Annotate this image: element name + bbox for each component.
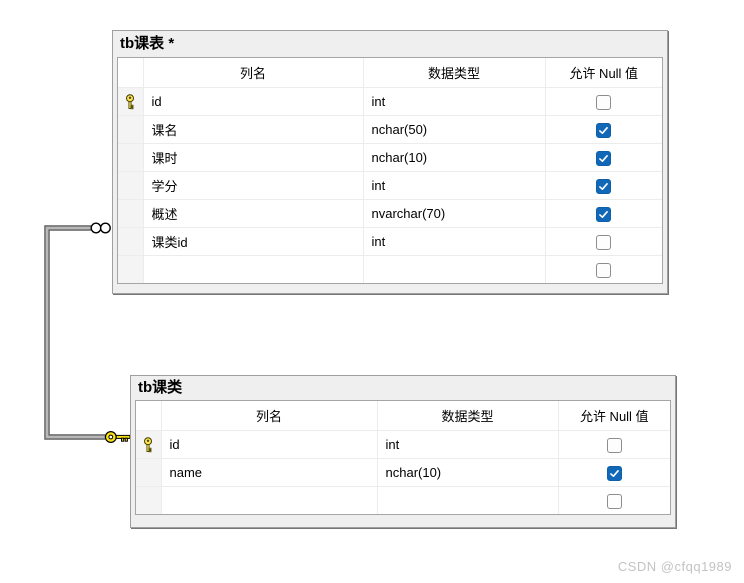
data-type-cell[interactable]: nchar(10) — [362, 143, 546, 172]
row-selector-header — [136, 401, 162, 431]
key-icon — [104, 430, 131, 444]
row-selector[interactable] — [136, 486, 162, 514]
grid-header-row: 列名 数据类型 允许 Null 值 — [118, 58, 662, 88]
table-row[interactable]: id int — [118, 87, 662, 116]
column-name-cell[interactable]: 课类id — [142, 227, 364, 256]
infinity-icon — [90, 222, 111, 234]
grid-header-row: 列名 数据类型 允许 Null 值 — [136, 401, 670, 431]
csdn-watermark: CSDN @cfqq1989 — [617, 559, 732, 574]
data-type-cell[interactable]: nchar(50) — [362, 115, 546, 144]
row-selector[interactable] — [118, 115, 144, 144]
column-header-type: 数据类型 — [376, 401, 559, 431]
column-name-cell[interactable]: 课时 — [142, 143, 364, 172]
data-type-cell[interactable]: int — [362, 87, 546, 116]
table-row[interactable]: 课时 nchar(10) — [118, 143, 662, 172]
table-designer-window-tb课表[interactable]: tb课表 * 列名 数据类型 允许 Null 值 — [112, 30, 668, 294]
table-row[interactable]: 课类id int — [118, 227, 662, 256]
row-selector[interactable] — [118, 255, 144, 283]
column-name-cell[interactable]: id — [142, 87, 364, 116]
row-selector[interactable] — [118, 87, 144, 116]
data-type-cell[interactable] — [376, 486, 559, 514]
data-type-cell[interactable]: int — [362, 227, 546, 256]
check-icon — [599, 182, 609, 190]
column-header-name: 列名 — [142, 58, 364, 88]
allow-null-checkbox[interactable] — [596, 94, 612, 110]
row-selector[interactable] — [118, 199, 144, 228]
table-title: tb课类 — [138, 379, 183, 396]
allow-null-checkbox[interactable] — [596, 206, 612, 222]
data-type-cell[interactable]: nchar(10) — [376, 458, 559, 487]
data-type-cell[interactable] — [362, 255, 546, 283]
relationship-line[interactable] — [44, 225, 105, 440]
table-row[interactable]: 课名 nchar(50) — [118, 115, 662, 144]
data-type-cell[interactable]: nvarchar(70) — [362, 199, 546, 228]
column-header-name: 列名 — [160, 401, 378, 431]
data-type-cell[interactable]: int — [362, 171, 546, 200]
allow-null-checkbox[interactable] — [596, 122, 612, 138]
table-title: tb课表 * — [120, 35, 175, 52]
row-selector[interactable] — [118, 227, 144, 256]
column-header-type: 数据类型 — [362, 58, 546, 88]
row-selector-header — [118, 58, 144, 88]
row-selector[interactable] — [136, 430, 162, 459]
row-selector[interactable] — [118, 171, 144, 200]
check-icon — [609, 469, 619, 477]
column-name-cell[interactable]: name — [160, 458, 378, 487]
column-header-nullable: 允许 Null 值 — [544, 58, 662, 88]
check-icon — [599, 210, 609, 218]
primary-key-icon — [144, 436, 153, 452]
column-name-cell[interactable]: 学分 — [142, 171, 364, 200]
table-row[interactable]: 学分 int — [118, 171, 662, 200]
column-name-cell[interactable]: 概述 — [142, 199, 364, 228]
row-selector[interactable] — [118, 143, 144, 172]
table-row[interactable] — [118, 255, 662, 283]
allow-null-checkbox[interactable] — [606, 437, 622, 453]
column-name-cell[interactable] — [142, 255, 364, 283]
allow-null-checkbox[interactable] — [596, 150, 612, 166]
column-name-cell[interactable]: 课名 — [142, 115, 364, 144]
primary-key-icon — [126, 93, 135, 109]
allow-null-checkbox[interactable] — [606, 465, 622, 481]
table-designer-window-tb课类[interactable]: tb课类 列名 数据类型 允许 Null 值 — [130, 375, 676, 528]
columns-grid: 列名 数据类型 允许 Null 值 id int — [117, 57, 663, 284]
allow-null-checkbox[interactable] — [596, 178, 612, 194]
allow-null-checkbox[interactable] — [596, 262, 612, 278]
data-type-cell[interactable]: int — [376, 430, 559, 459]
column-header-nullable: 允许 Null 值 — [557, 401, 670, 431]
table-row[interactable]: 概述 nvarchar(70) — [118, 199, 662, 228]
table-row[interactable] — [136, 486, 670, 514]
column-name-cell[interactable]: id — [160, 430, 378, 459]
allow-null-checkbox[interactable] — [606, 493, 622, 509]
column-name-cell[interactable] — [160, 486, 378, 514]
row-selector[interactable] — [136, 458, 162, 487]
table-row[interactable]: name nchar(10) — [136, 458, 670, 487]
columns-grid: 列名 数据类型 允许 Null 值 id int — [135, 400, 671, 515]
table-row[interactable]: id int — [136, 430, 670, 459]
check-icon — [599, 126, 609, 134]
check-icon — [599, 154, 609, 162]
allow-null-checkbox[interactable] — [596, 234, 612, 250]
